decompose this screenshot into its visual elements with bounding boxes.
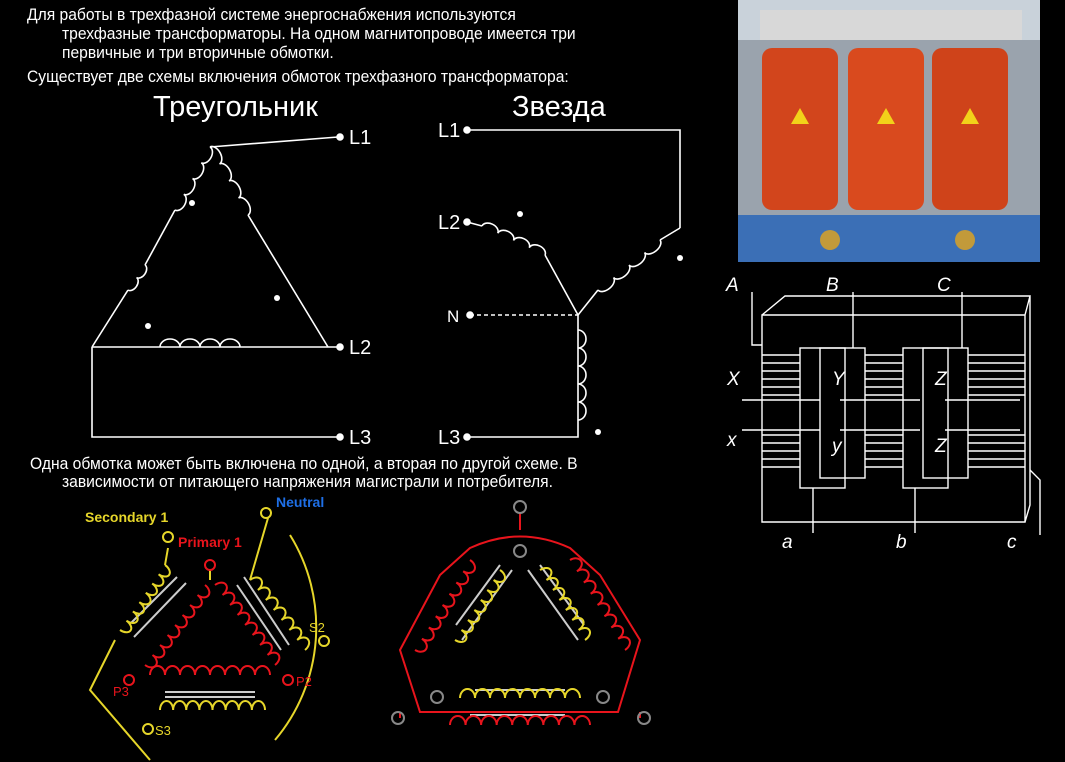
delta-l1-label: L1 <box>349 127 371 149</box>
secondary-coil <box>459 688 581 699</box>
delta-star-winding-diagram <box>88 507 330 761</box>
secondary-label: Secondary 1 <box>85 509 168 525</box>
delta-wires <box>91 136 339 438</box>
terminal-b-upper: B <box>826 275 839 296</box>
terminal-x-lower: x <box>726 430 738 451</box>
winding-coil <box>481 222 547 256</box>
primary-coil <box>449 715 591 726</box>
intro-line-3: первичные и три вторичные обмотки. <box>62 43 334 62</box>
primary-coil <box>149 665 271 676</box>
note-line-2: зависимости от питающего напряжения маги… <box>62 472 553 491</box>
winding-coil <box>597 239 662 293</box>
label-y-lower: y <box>830 436 843 457</box>
terminal-b-lower: b <box>896 532 907 553</box>
star-n-label: N <box>447 307 459 326</box>
winding-coil <box>577 329 587 421</box>
wire <box>577 289 599 316</box>
wire <box>659 227 681 241</box>
terminal-a-upper: A <box>725 275 739 296</box>
p3-label: P3 <box>113 684 129 699</box>
l1-terminal <box>336 133 344 141</box>
polarity-dot <box>517 211 523 217</box>
delta-title: Треугольник <box>153 91 318 123</box>
neutral-label: Neutral <box>276 494 324 510</box>
delta-delta-winding-diagram <box>391 500 651 725</box>
note-line-1: Одна обмотка может быть включена по одно… <box>30 454 578 473</box>
delta-l2-label: L2 <box>349 337 371 359</box>
terminal-c-upper: C <box>937 275 951 296</box>
wire <box>544 254 579 316</box>
label-y-upper: Y <box>832 369 846 390</box>
intro-line-1: Для работы в трехфазной системе энергосн… <box>27 5 516 24</box>
polarity-dot <box>274 295 280 301</box>
polarity-dot <box>189 200 195 206</box>
transformer-photo <box>738 0 1040 262</box>
primary-coil <box>144 584 211 669</box>
terminal-x-upper: X <box>726 369 741 390</box>
winding-coil <box>174 146 214 212</box>
p2-label: P2 <box>296 674 312 689</box>
star-l2-label: L2 <box>438 212 460 234</box>
terminal-a-lower: a <box>782 532 793 553</box>
winding-coil <box>127 264 148 292</box>
polarity-dot <box>145 323 151 329</box>
primary-coil <box>414 559 476 653</box>
l3-terminal <box>336 433 344 441</box>
primary-coil <box>214 581 281 666</box>
delta-schematic <box>91 133 344 441</box>
primary-label: Primary 1 <box>178 534 242 550</box>
delta-l3-label: L3 <box>349 427 371 449</box>
l2-terminal <box>336 343 344 351</box>
star-schematic <box>463 126 683 441</box>
intro-line-2: трехфазные трансформаторы. На одном магн… <box>62 24 576 43</box>
star-wires <box>466 129 681 438</box>
s2-label: S2 <box>309 620 325 635</box>
secondary-coil <box>119 564 171 634</box>
intro-line-4: Существует две схемы включения обмоток т… <box>27 67 569 86</box>
s3-label: S3 <box>155 723 171 738</box>
secondary-coil <box>159 700 266 711</box>
wire <box>247 214 329 348</box>
wire <box>144 209 176 266</box>
winding-coil <box>209 145 252 216</box>
polarity-dot <box>677 255 683 261</box>
winding-coil <box>159 338 241 348</box>
secondary-coil <box>454 569 506 643</box>
primary-coil <box>569 557 631 651</box>
star-l3-label: L3 <box>438 427 460 449</box>
three-limb-core-diagram <box>742 292 1041 535</box>
wire <box>91 289 129 348</box>
secondary-coil <box>539 567 591 641</box>
secondary-coil <box>249 576 311 651</box>
star-l1-label: L1 <box>438 120 460 142</box>
terminal-c-lower: c <box>1007 532 1017 553</box>
label-z-upper: Z <box>934 369 948 390</box>
star-title: Звезда <box>512 91 606 123</box>
warning-icon <box>791 108 979 124</box>
polarity-dot <box>595 429 601 435</box>
label-z-lower: Z <box>934 436 948 457</box>
